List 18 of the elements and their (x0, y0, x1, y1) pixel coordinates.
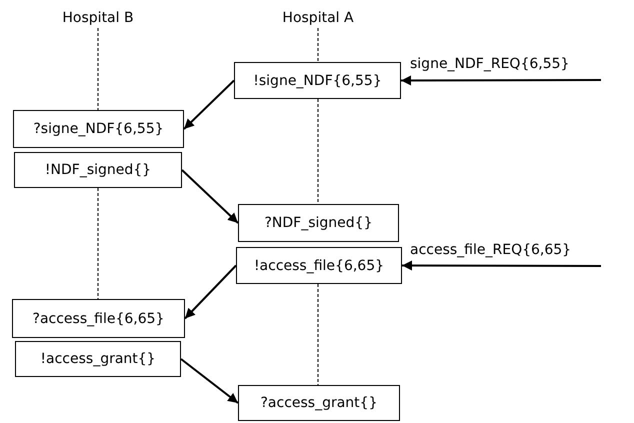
message-box: !NDF_signed{} (14, 152, 182, 188)
message-box: !access_grant{} (15, 341, 181, 377)
message-arrow (401, 75, 601, 86)
participant-label: Hospital A (278, 8, 358, 28)
message-arrow (402, 260, 601, 271)
message-arrow (181, 169, 239, 224)
message-box: ?signe_NDF{6,55} (13, 110, 184, 148)
message-arrow (183, 80, 235, 130)
message-box: !signe_NDF{6,55} (234, 62, 401, 99)
edge-label: access_file_REQ{6,65} (409, 242, 572, 258)
message-box: ?access_file{6,65} (12, 299, 185, 338)
message-box: ?NDF_signed{} (238, 204, 399, 242)
message-box: ?access_grant{} (238, 385, 400, 421)
message-box: !access_file{6,65} (236, 247, 402, 284)
edge-label: signe_NDF_REQ{6,55} (409, 56, 570, 72)
message-arrow (184, 264, 237, 320)
participant-label: Hospital B (58, 8, 138, 28)
message-arrow (180, 358, 239, 404)
